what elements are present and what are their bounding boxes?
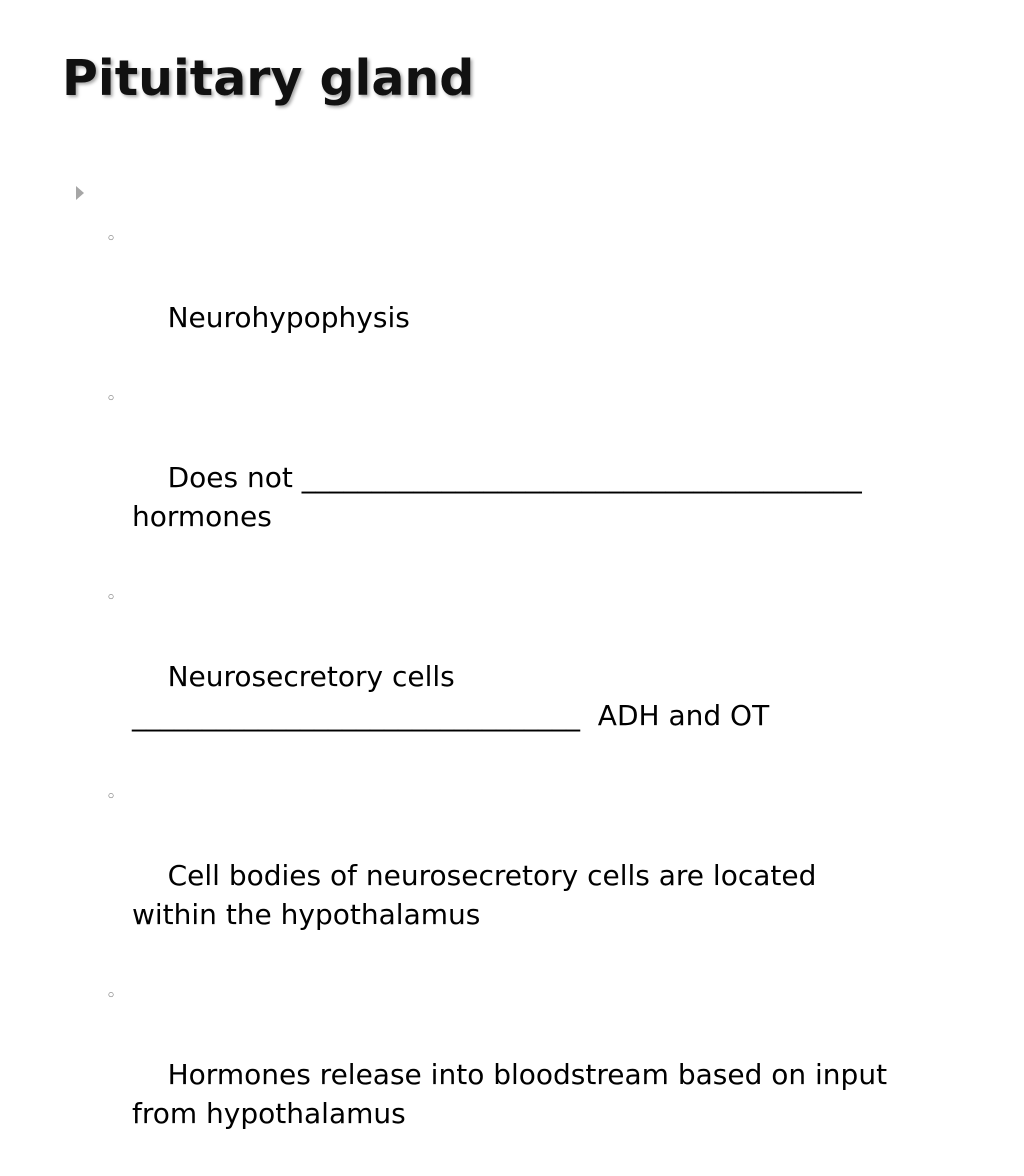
- list-item-text: Cell bodies of neurosecretory cells are …: [132, 859, 817, 931]
- list-item: ◦ Cell bodies of neurosecretory cells ar…: [100, 778, 980, 973]
- list-item-text: Neurosecretory cells ___________________…: [132, 660, 770, 732]
- list-item: ◦ Neurohypophysis: [100, 220, 980, 376]
- list-item-text: Hormones release into bloodstream based …: [132, 1058, 888, 1130]
- circle-bullet-icon: ◦: [106, 986, 117, 1006]
- slide-title: Pituitary gland: [62, 50, 475, 107]
- list-item-text: Does not _______________________________…: [132, 461, 862, 533]
- list-item-text: Neurohypophysis: [167, 301, 410, 334]
- circle-bullet-icon: ◦: [106, 389, 117, 409]
- bullet-list: ◦ Neurohypophysis ◦ Does not ___________…: [100, 220, 980, 1176]
- circle-bullet-icon: ◦: [106, 229, 117, 249]
- list-item: ◦ Neurosecretory cells _________________…: [100, 579, 980, 774]
- triangle-right-icon: [76, 186, 84, 200]
- circle-bullet-icon: ◦: [106, 588, 117, 608]
- circle-bullet-icon: ◦: [106, 787, 117, 807]
- list-item: ◦ Hormones release into bloodstream base…: [100, 977, 980, 1172]
- list-item: ◦ Does not _____________________________…: [100, 380, 980, 575]
